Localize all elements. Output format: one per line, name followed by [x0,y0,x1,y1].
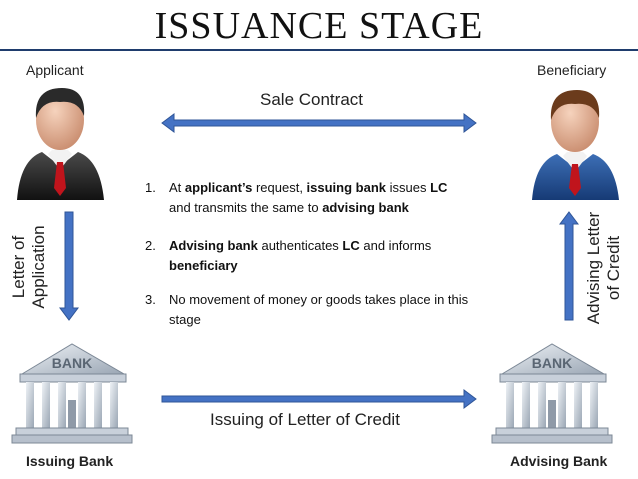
title-divider [0,49,638,51]
step-text-run: authenticates [257,238,343,253]
beneficiary-person-icon [532,90,619,200]
step-bold-run: advising bank [322,200,409,215]
step-text-line2: and transmits the same to advising bank [169,198,409,217]
step-text-run: request, [252,180,307,195]
page-title: ISSUANCE STAGE [154,5,484,47]
issuing-bank-label: Issuing Bank [26,453,114,469]
step-text-run: At [169,180,185,195]
step-text-run: and informs [359,238,432,253]
step-text-line1: Advising bank authenticates LC and infor… [169,236,431,255]
step-text-run: stage [169,312,201,327]
advising-lc-line1: Advising Letter [584,211,603,325]
step-bold-run: LC [430,180,448,195]
advising-lc-label: Advising Letter of Credit [584,203,628,333]
step-bold-run: Advising bank [169,238,258,253]
step-text-line2: beneficiary [169,256,238,275]
letter-of-application-line1: Letter of [9,235,28,299]
sale-contract-label: Sale Contract [260,90,363,109]
steps-list: 1. At applicant’s request, issuing bank i… [145,178,525,338]
step-number: 2. [145,238,156,253]
step-text-run: issues [386,180,431,195]
applicant-label: Applicant [26,62,84,78]
letter-of-application-line2: Application [29,225,48,309]
step-text-run: No movement of money or goods takes plac… [169,292,469,307]
step-bold-run: beneficiary [169,258,238,273]
step-number: 3. [145,292,156,307]
beneficiary-label: Beneficiary [537,62,607,78]
advising-lc-line2: of Credit [604,235,623,301]
letter-of-application-label: Letter of Application [9,217,53,317]
step-number: 1. [145,180,156,195]
issuing-bank-sign: BANK [52,355,92,371]
issuing-lc-label: Issuing of Letter of Credit [210,410,400,429]
issuing-lc-arrow [161,389,477,409]
step-bold-run: issuing bank [306,180,387,195]
issuing-bank-icon: BANK [11,343,133,444]
advising-bank-sign: BANK [532,355,572,371]
step-text-run: and transmits the same to [169,200,323,215]
step-text-line2: stage [169,310,201,329]
advising-bank-icon: BANK [491,343,613,444]
step-bold-run: LC [342,238,360,253]
advising-lc-arrow [559,211,579,321]
sale-contract-arrow [161,113,477,133]
step-text-line1: No movement of money or goods takes plac… [169,290,468,309]
step-bold-run: applicant’s [184,180,253,195]
advising-bank-label: Advising Bank [510,453,608,469]
step-text-line1: At applicant’s request, issuing bank iss… [169,178,447,197]
applicant-person-icon [17,88,104,200]
letter-of-application-arrow [59,211,79,321]
